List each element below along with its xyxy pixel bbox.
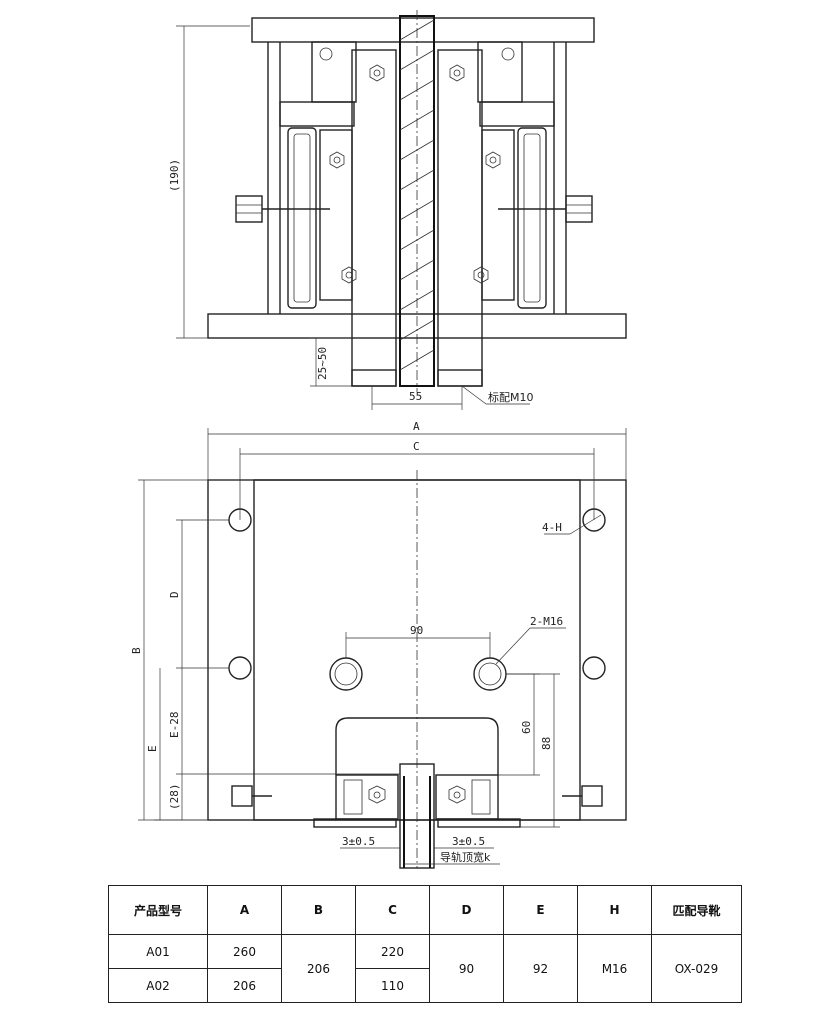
cell-a-a02: 206 [207, 968, 282, 1003]
header-b: B [281, 885, 356, 935]
dim-c-label: C [413, 440, 420, 453]
cell-model-a02: A02 [108, 968, 208, 1003]
dim-d-label: D [168, 591, 181, 598]
header-c: C [355, 885, 430, 935]
header-boot: 匹配导靴 [651, 885, 742, 935]
technical-drawing: (190) 25~50 55 标配M10 [130, 10, 627, 869]
cell-a-a01: 260 [207, 934, 282, 969]
bottom-view: A C B D E E-28 (28) 90 2-M16 [130, 420, 627, 869]
dim-e28-label: E-28 [168, 712, 181, 739]
header-e: E [503, 885, 578, 935]
cell-d-merged: 90 [429, 934, 504, 1003]
dim-bottom-label: 25~50 [316, 347, 329, 380]
cell-c-a02: 110 [355, 968, 430, 1003]
dim-90-label: 90 [410, 624, 423, 637]
top-view: (190) 25~50 55 标配M10 [168, 10, 627, 410]
dim-88-label: 88 [540, 737, 553, 750]
cell-e-merged: 92 [503, 934, 578, 1003]
cell-h-merged: M16 [577, 934, 652, 1003]
bolt-note-label: 标配M10 [488, 390, 534, 404]
table-header-row: 产品型号 A B C D E H 匹配导靴 [108, 885, 742, 935]
gap-right-label: 3±0.5 [452, 835, 485, 848]
dim-e-label: E [146, 745, 159, 752]
table-row: A02 206 110 [108, 968, 742, 1003]
hole-2m16-label: 2-M16 [530, 615, 563, 628]
cell-b-merged: 206 [281, 934, 356, 1003]
header-model: 产品型号 [108, 885, 208, 935]
dim-height-label: (190) [168, 159, 181, 192]
dim-28-label: (28) [168, 784, 181, 811]
header-a: A [207, 885, 282, 935]
rail-width-label: 导轨顶宽k [440, 850, 491, 864]
table-row: A01 260 206 220 90 92 M16 OX-029 [108, 934, 742, 1003]
spec-table: 产品型号 A B C D E H 匹配导靴 A01 260 206 220 90… [108, 885, 742, 1003]
cell-boot-merged: OX-029 [651, 934, 742, 1003]
cell-c-a01: 220 [355, 934, 430, 969]
dim-width-label: 55 [409, 390, 422, 403]
cell-model-a01: A01 [108, 934, 208, 969]
hole-4h-label: 4-H [542, 521, 562, 534]
gap-left-label: 3±0.5 [342, 835, 375, 848]
dim-60-label: 60 [520, 721, 533, 734]
dim-a-label: A [413, 420, 420, 433]
header-d: D [429, 885, 504, 935]
dim-b-label: B [130, 647, 143, 654]
header-h: H [577, 885, 652, 935]
